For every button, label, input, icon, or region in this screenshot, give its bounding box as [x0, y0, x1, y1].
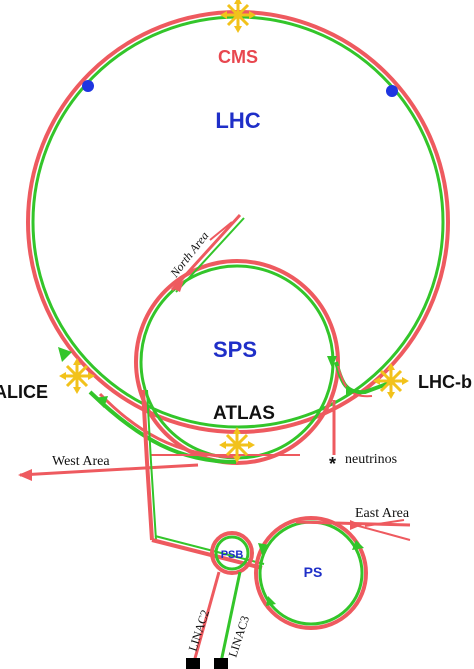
detector-star-icon	[59, 358, 95, 394]
sps-label: SPS	[213, 337, 257, 362]
linac3-line	[219, 571, 242, 663]
detector-star-icon	[219, 427, 255, 463]
psb-label: PSB	[221, 549, 244, 561]
ti2-transfer-line	[88, 390, 300, 464]
linac2-label: LINAC2	[186, 608, 213, 653]
arrowhead-icon	[258, 543, 270, 555]
alice-label: ALICE	[0, 382, 48, 402]
arrowhead-icon	[346, 386, 356, 396]
atlas-label: ATLAS	[213, 403, 275, 424]
blue-dot-icon	[82, 80, 94, 92]
cms-label: CMS	[218, 47, 258, 67]
lhc-label: LHC	[215, 108, 260, 133]
ps-label: PS	[304, 564, 323, 580]
neutrinos-label: neutrinos	[345, 452, 397, 467]
source-block-icon	[186, 658, 200, 669]
arrowhead-icon	[94, 396, 108, 408]
detector-star-icon	[373, 363, 409, 399]
east-area-label: East Area	[355, 506, 410, 521]
lhc-ring	[26, 10, 450, 434]
arrowhead-icon	[352, 540, 364, 550]
west-area-line	[19, 463, 199, 477]
north-area-line	[170, 213, 245, 293]
psb-ring	[210, 531, 254, 575]
linac2-line	[192, 571, 221, 663]
arrowhead-icon	[18, 469, 32, 481]
blue-dot-icon	[386, 85, 398, 97]
detector-star-icon	[220, 0, 256, 33]
asterisk-icon: *	[329, 454, 336, 474]
arrowhead-icon	[350, 520, 362, 530]
arrowhead-icon	[172, 280, 184, 292]
arrowhead-icon	[266, 596, 276, 606]
west-area-label: West Area	[52, 454, 110, 469]
lhcb-label: LHC-b	[418, 372, 472, 392]
source-block-icon	[214, 658, 228, 669]
arrowhead-icon	[327, 356, 337, 368]
arrowhead-icon	[58, 347, 72, 362]
